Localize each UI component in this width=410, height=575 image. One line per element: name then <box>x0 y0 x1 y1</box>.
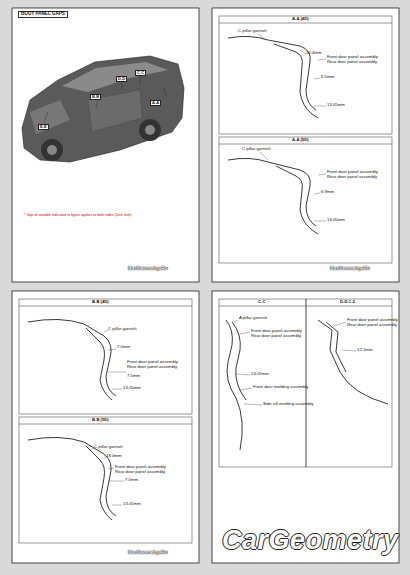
part-label: Rear door panel assembly <box>115 470 165 475</box>
part-label: Rear door panel assembly <box>327 60 377 65</box>
note-text: * Gap of variable indicated in figure ap… <box>24 214 131 218</box>
section-callout: E-E <box>38 124 49 130</box>
part-label: 12.1mm <box>357 348 373 353</box>
section-title: B-B (4D) <box>92 300 109 304</box>
page-header: BODY PANEL GAPS <box>18 11 68 18</box>
section-title: A-A (4D) <box>292 17 309 21</box>
part-label: 10.4mm <box>306 51 322 56</box>
part-label: 13.05mm <box>251 372 269 377</box>
part-label: 13.05mm <box>327 103 345 108</box>
part-label: C pillar garnish <box>94 445 123 450</box>
section-title: A-A (5D) <box>292 138 309 142</box>
part-label: Front door panel assembly <box>327 55 378 60</box>
part-label: 18.0mm <box>106 454 122 459</box>
part-label: Front door panel assembly <box>327 170 378 175</box>
watermark: CarGeometry.Ru <box>128 266 168 271</box>
part-label: Side sill molding assembly <box>263 402 313 407</box>
part-label: 6.9mm <box>321 190 334 195</box>
part-label: C pillar garnish <box>242 147 271 152</box>
part-label: Front door panel assembly <box>347 318 398 323</box>
part-label: Rear door panel assembly <box>347 323 397 328</box>
part-label: A pillar garnish <box>239 316 267 321</box>
part-label: Rear door panel assembly <box>251 334 301 339</box>
part-label: Front door panel assembly <box>251 329 302 334</box>
part-label: C pillar garnish <box>238 29 267 34</box>
watermark: CarGeometry.Ru <box>128 550 168 555</box>
part-label: 13.05mm <box>327 218 345 223</box>
part-label: Front door panel assembly <box>115 465 166 470</box>
section-callout: D-D <box>116 76 127 82</box>
section-title: D-D-1-2 <box>340 300 355 304</box>
watermark: CarGeometry.Ru <box>330 266 370 271</box>
part-label: Front door panel assembly <box>127 360 178 365</box>
part-label: C pillar garnish <box>108 327 137 332</box>
section-title: C-C <box>258 300 265 304</box>
part-label: 7.0mm <box>125 478 138 483</box>
part-label: 7.0mm <box>117 345 130 350</box>
part-label: Rear door panel assembly <box>127 365 177 370</box>
part-label: 13.05mm <box>123 386 141 391</box>
section-callout: B-B <box>90 94 101 100</box>
part-label: Rear door panel assembly <box>327 175 377 180</box>
section-title: B-B (5D) <box>92 418 109 422</box>
part-label: Front door molding assembly <box>253 385 308 390</box>
section-callout: C-C <box>135 70 146 76</box>
section-callout: A-A <box>150 100 161 106</box>
part-label: 13.05mm <box>123 502 141 507</box>
part-label: 6.5mm <box>321 75 334 80</box>
watermark: CarGeometry <box>222 526 399 554</box>
part-label: 7.5mm <box>127 374 140 379</box>
